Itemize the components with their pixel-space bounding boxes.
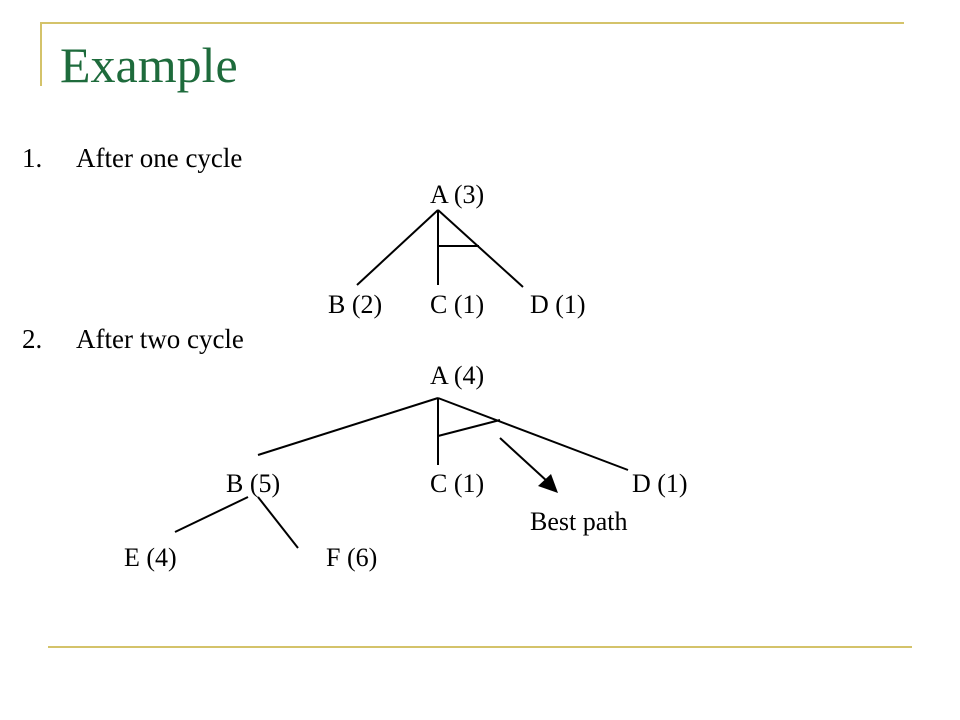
step-2-label: After two cycle bbox=[76, 324, 244, 354]
node-c-1: C (1) bbox=[430, 290, 484, 319]
bottom-rule bbox=[48, 646, 912, 648]
node-b-2: B (5) bbox=[226, 469, 280, 498]
tree-step-1 bbox=[356, 209, 524, 288]
node-d-2: D (1) bbox=[632, 469, 688, 498]
edge-a-b-2 bbox=[257, 397, 439, 456]
best-path-label: Best path bbox=[530, 507, 628, 536]
and-arc-2 bbox=[437, 419, 501, 437]
edge-b-e bbox=[174, 496, 249, 533]
edge-a-b-1 bbox=[356, 209, 439, 286]
node-d-1: D (1) bbox=[530, 290, 586, 319]
node-c-2: C (1) bbox=[430, 469, 484, 498]
slide-title: Example bbox=[60, 37, 238, 93]
left-rule bbox=[40, 22, 42, 86]
edge-a-d-1 bbox=[437, 209, 524, 288]
tree-step-2 bbox=[174, 397, 629, 549]
node-a-2: A (4) bbox=[430, 361, 484, 390]
node-e-2: E (4) bbox=[124, 543, 177, 572]
top-rule bbox=[40, 22, 904, 24]
step-1-number: 1. bbox=[22, 143, 42, 173]
node-f-2: F (6) bbox=[326, 543, 377, 572]
node-b-1: B (2) bbox=[328, 290, 382, 319]
best-path-arrowhead bbox=[538, 474, 558, 493]
edge-a-d-2 bbox=[437, 397, 629, 471]
step-2-number: 2. bbox=[22, 324, 42, 354]
node-a-1: A (3) bbox=[430, 180, 484, 209]
step-1-label: After one cycle bbox=[76, 143, 242, 173]
edge-b-f bbox=[257, 496, 299, 549]
best-path-arrow-shaft bbox=[499, 437, 549, 483]
